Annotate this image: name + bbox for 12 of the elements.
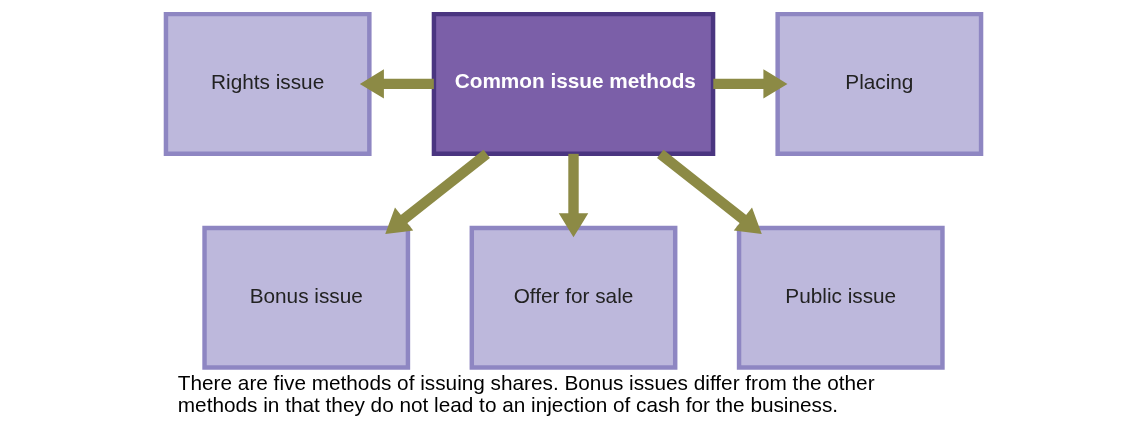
node-box: Bonus issue [202,225,411,370]
arrow [359,69,434,99]
node-box: Rights issue [163,11,372,156]
arrow [713,69,788,99]
node-box: Common issue methods [431,11,716,156]
arrow [657,149,762,234]
node-box: Offer for sale [469,225,678,370]
node-box: Placing [775,11,984,156]
arrow [385,149,490,234]
node-box: Public issue [736,225,945,370]
caption: There are five methods of issuing shares. Bonus issues differ from the other methods in that they do not lead to an injection of cash for the business. [177,371,875,417]
arrow [558,153,589,238]
